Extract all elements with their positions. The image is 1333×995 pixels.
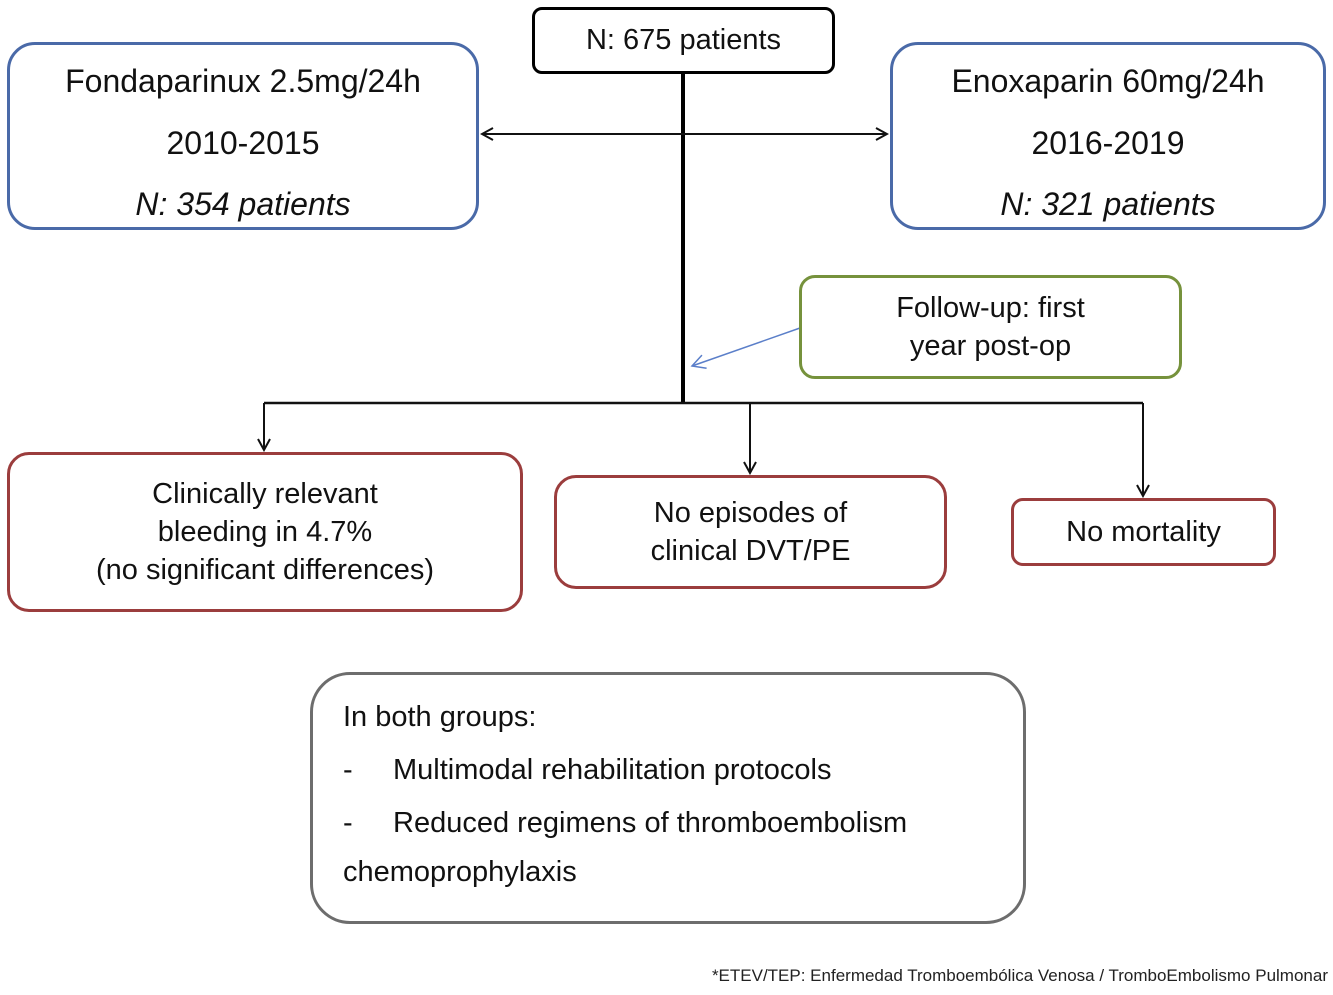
dvt-outcome-box: No episodes of clinical DVT/PE — [554, 475, 947, 589]
total-patients-box: N: 675 patients — [532, 7, 835, 74]
bullet-dash: - — [343, 754, 353, 786]
bullet-dash: - — [343, 807, 353, 839]
fondaparinux-n: N: 354 patients — [135, 186, 351, 222]
enoxaparin-drug: Enoxaparin 60mg/24h — [951, 63, 1265, 99]
fondaparinux-group-box: Fondaparinux 2.5mg/24h 2010-2015 N: 354 … — [7, 42, 479, 230]
bleeding-line-1: Clinically relevant — [152, 478, 378, 510]
followup-pointer-arrow — [690, 327, 801, 370]
both-groups-box: In both groups: - Multimodal rehabilitat… — [310, 672, 1026, 924]
mortality-line-1: No mortality — [1066, 516, 1221, 548]
enoxaparin-group-box: Enoxaparin 60mg/24h 2016-2019 N: 321 pat… — [890, 42, 1326, 230]
mortality-outcome-box: No mortality — [1011, 498, 1276, 566]
dvt-line-1: No episodes of — [653, 497, 848, 529]
item-text: Multimodal rehabilitation protocols — [393, 754, 832, 786]
fondaparinux-years: 2010-2015 — [166, 124, 320, 161]
dvt-line-2: clinical DVT/PE — [650, 535, 851, 567]
enoxaparin-years: 2016-2019 — [1031, 124, 1185, 161]
item-text-continuation: chemoprophylaxis — [343, 856, 577, 888]
both-groups-heading: In both groups: — [343, 701, 537, 733]
fondaparinux-drug: Fondaparinux 2.5mg/24h — [65, 63, 421, 99]
item-text: Reduced regimens of thromboembolism — [393, 807, 908, 839]
bleeding-line-2: bleeding in 4.7% — [157, 516, 373, 548]
followup-box: Follow-up: first year post-op — [799, 275, 1182, 379]
both-groups-item: - Reduced regimens of thromboembolism — [343, 807, 907, 840]
footnote: *ETEV/TEP: Enfermedad Tromboembólica Ven… — [711, 966, 1328, 985]
enoxaparin-n: N: 321 patients — [1000, 186, 1216, 222]
followup-line-2: year post-op — [909, 330, 1072, 362]
bleeding-line-3: (no significant differences) — [96, 554, 434, 586]
both-groups-item: - Multimodal rehabilitation protocols — [343, 754, 831, 787]
followup-line-1: Follow-up: first — [896, 292, 1085, 324]
total-patients-label: N: 675 patients — [585, 24, 782, 56]
bleeding-outcome-box: Clinically relevant bleeding in 4.7% (no… — [7, 452, 523, 612]
